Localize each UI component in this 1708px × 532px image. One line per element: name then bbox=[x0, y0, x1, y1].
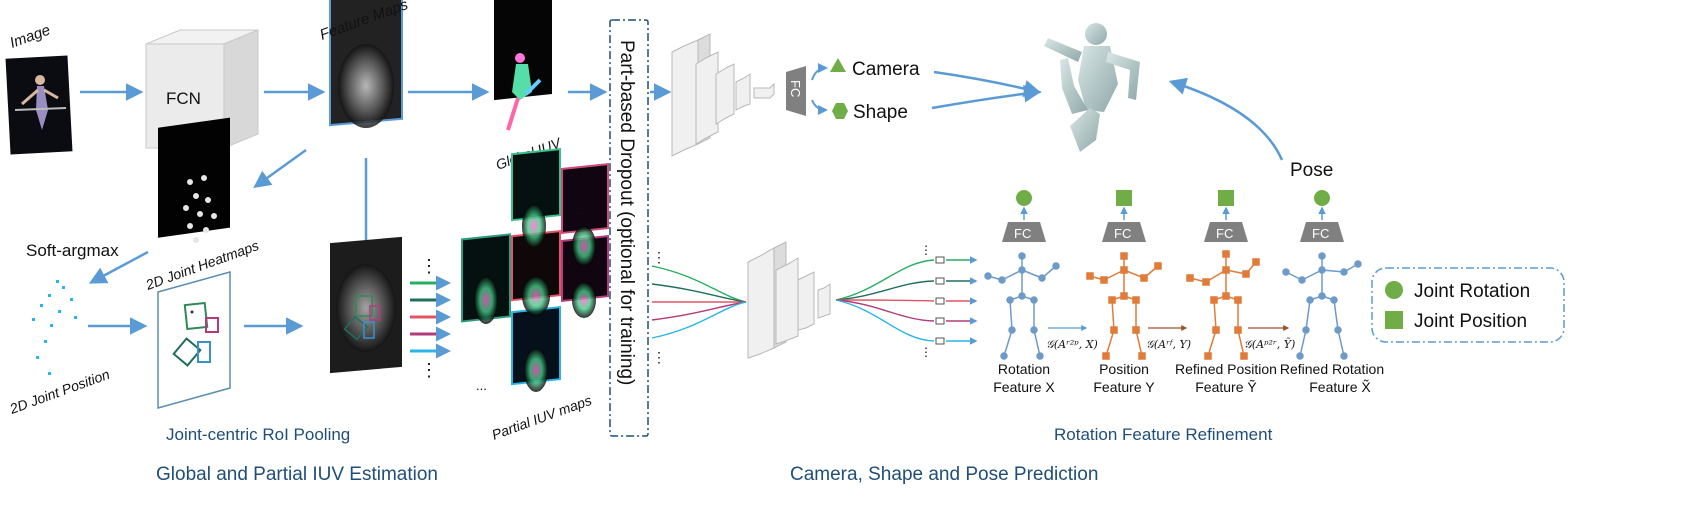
joint-heatmaps bbox=[158, 117, 230, 243]
pose-label: Pose bbox=[1290, 160, 1333, 181]
camera-label: Camera bbox=[852, 59, 920, 80]
skeleton-refined-position bbox=[1186, 250, 1260, 360]
fc-head-4 bbox=[1300, 190, 1344, 242]
human-mesh bbox=[1044, 23, 1140, 152]
fc-head-3 bbox=[1204, 190, 1248, 242]
rotation-refinement-title: Rotation Feature Refinement bbox=[1054, 425, 1273, 444]
arrow-camera-to-mesh bbox=[933, 70, 1042, 98]
joint-position-output-icon bbox=[1116, 190, 1132, 206]
legend-box bbox=[1371, 267, 1565, 343]
branch-arrows-left bbox=[410, 275, 451, 359]
section-prediction-title: Camera, Shape and Pose Prediction bbox=[790, 464, 1098, 485]
soft-argmax-label: Soft-argmax bbox=[26, 241, 119, 260]
section-iuv-title: Global and Partial IUV Estimation bbox=[156, 464, 438, 485]
skeleton-rotation-x bbox=[984, 252, 1060, 360]
fc-head-2 bbox=[1102, 190, 1146, 242]
global-iuv-map bbox=[494, 0, 552, 131]
refined-position-output-icon bbox=[1218, 190, 1234, 206]
partial-iuv-hdots-3: ... bbox=[476, 378, 487, 393]
image-label: Image bbox=[8, 22, 53, 52]
upper-fc-label: FC bbox=[788, 80, 803, 97]
joint-rotation-output-icon bbox=[1016, 190, 1032, 206]
lower-output-lines bbox=[835, 259, 935, 342]
fc-head-2-label: FC bbox=[1114, 226, 1131, 241]
input-image bbox=[5, 55, 73, 155]
position-feature-label-1: Position bbox=[1099, 361, 1149, 377]
arrow-shape-to-mesh bbox=[931, 85, 1042, 110]
arrow-fc-to-shape bbox=[811, 99, 828, 115]
fc-head-1 bbox=[1002, 190, 1046, 242]
shape-hexagon-icon bbox=[832, 103, 848, 119]
skeleton-refined-rotation bbox=[1282, 252, 1362, 360]
upper-fc-block bbox=[786, 66, 806, 116]
rotation-feature-label-1: Rotation bbox=[998, 361, 1050, 377]
dots-lower: ⋮ bbox=[420, 360, 438, 380]
graph-op-3: 𝒢(Aᵖ²ʳ, Ỹ) bbox=[1244, 337, 1295, 351]
refined-position-label-2: Feature Ỹ bbox=[1195, 379, 1257, 395]
arrow-features-to-heatmaps bbox=[253, 148, 307, 189]
legend-position-label: Joint Position bbox=[1414, 311, 1527, 332]
partial-iuv-hdots-2: ... bbox=[574, 202, 585, 217]
feature-maps bbox=[329, 0, 403, 128]
graph-op-2: 𝒢(Aʳᶠ, Y) bbox=[1146, 338, 1191, 351]
legend-position-square-icon bbox=[1385, 311, 1403, 329]
pooled-feature-maps bbox=[330, 236, 402, 374]
dropout-box bbox=[609, 19, 649, 437]
joint-feature-vectors bbox=[935, 256, 978, 345]
skeleton-position-y bbox=[1086, 252, 1162, 360]
lower-cnn-blocks bbox=[747, 241, 831, 359]
output-dots-bottom: ⋮ bbox=[920, 345, 932, 359]
legend-rotation-circle-icon bbox=[1385, 281, 1403, 299]
camera-triangle-icon bbox=[830, 58, 846, 72]
arrow-fc-to-camera bbox=[811, 63, 828, 81]
arrow-heatmaps-to-positions bbox=[88, 250, 149, 284]
partial-iuv-label: Partial IUV maps bbox=[490, 392, 594, 443]
refined-rotation-output-icon bbox=[1314, 190, 1330, 206]
joint-positions-2d bbox=[32, 280, 77, 375]
fc-head-4-label: FC bbox=[1312, 226, 1329, 241]
dropout-label: Part-based Dropout (optional for trainin… bbox=[616, 40, 637, 385]
refined-rotation-label-2: Feature X̃ bbox=[1309, 379, 1371, 395]
shape-label: Shape bbox=[853, 102, 908, 123]
legend-rotation-label: Joint Rotation bbox=[1414, 281, 1530, 302]
lower-input-dots-bottom: ⋮ bbox=[652, 349, 666, 365]
fc-head-1-label: FC bbox=[1014, 226, 1031, 241]
partial-iuv-hdots-1: ... bbox=[474, 254, 485, 269]
refined-rotation-label-1: Refined Rotation bbox=[1280, 361, 1384, 377]
dots-upper: ⋮ bbox=[420, 256, 438, 276]
lower-input-dots-top: ⋮ bbox=[652, 249, 666, 265]
refined-position-label-1: Refined Position bbox=[1175, 361, 1277, 377]
output-dots-top: ⋮ bbox=[920, 243, 932, 257]
arrow-pose-to-mesh bbox=[1168, 77, 1284, 161]
upper-cnn-blocks bbox=[671, 33, 775, 157]
joint-position-2d-label: 2D Joint Position bbox=[7, 366, 112, 417]
joint-centric-title: Joint-centric RoI Pooling bbox=[166, 425, 350, 444]
roi-boxes-panel bbox=[157, 271, 231, 409]
fcn-label: FCN bbox=[166, 89, 201, 108]
lower-input-lines bbox=[651, 265, 747, 339]
partial-iuv-maps bbox=[461, 148, 609, 392]
fc-head-3-label: FC bbox=[1216, 226, 1233, 241]
graph-op-1: 𝒢(Aʳ²ᵖ, X) bbox=[1046, 338, 1098, 351]
position-feature-label-2: Feature Y bbox=[1093, 379, 1155, 395]
rotation-feature-label-2: Feature X bbox=[993, 379, 1055, 395]
